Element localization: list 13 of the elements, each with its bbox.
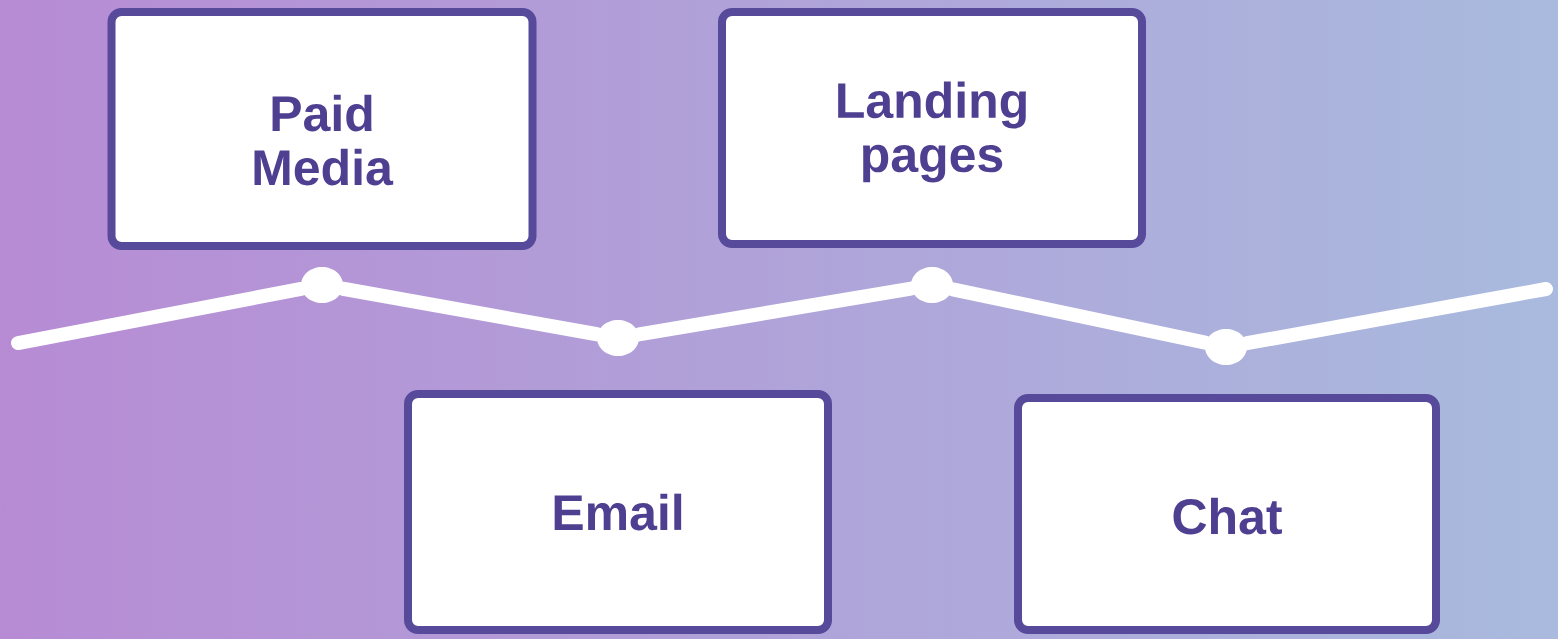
text-box bbox=[1014, 394, 1440, 634]
box-label: Paid Media bbox=[254, 94, 394, 186]
box-label: Landing pages bbox=[838, 81, 1026, 183]
text-box bbox=[718, 8, 1146, 248]
timeline-dot bbox=[911, 267, 953, 303]
timeline-line bbox=[632, 281, 918, 342]
timeline-dot bbox=[1205, 329, 1247, 365]
box-label: Email bbox=[554, 493, 682, 531]
box-label: Chat bbox=[1173, 497, 1282, 535]
text-box bbox=[404, 390, 832, 634]
timeline-dot bbox=[301, 267, 343, 303]
timeline-dot bbox=[597, 320, 639, 356]
text-box bbox=[107, 8, 537, 250]
